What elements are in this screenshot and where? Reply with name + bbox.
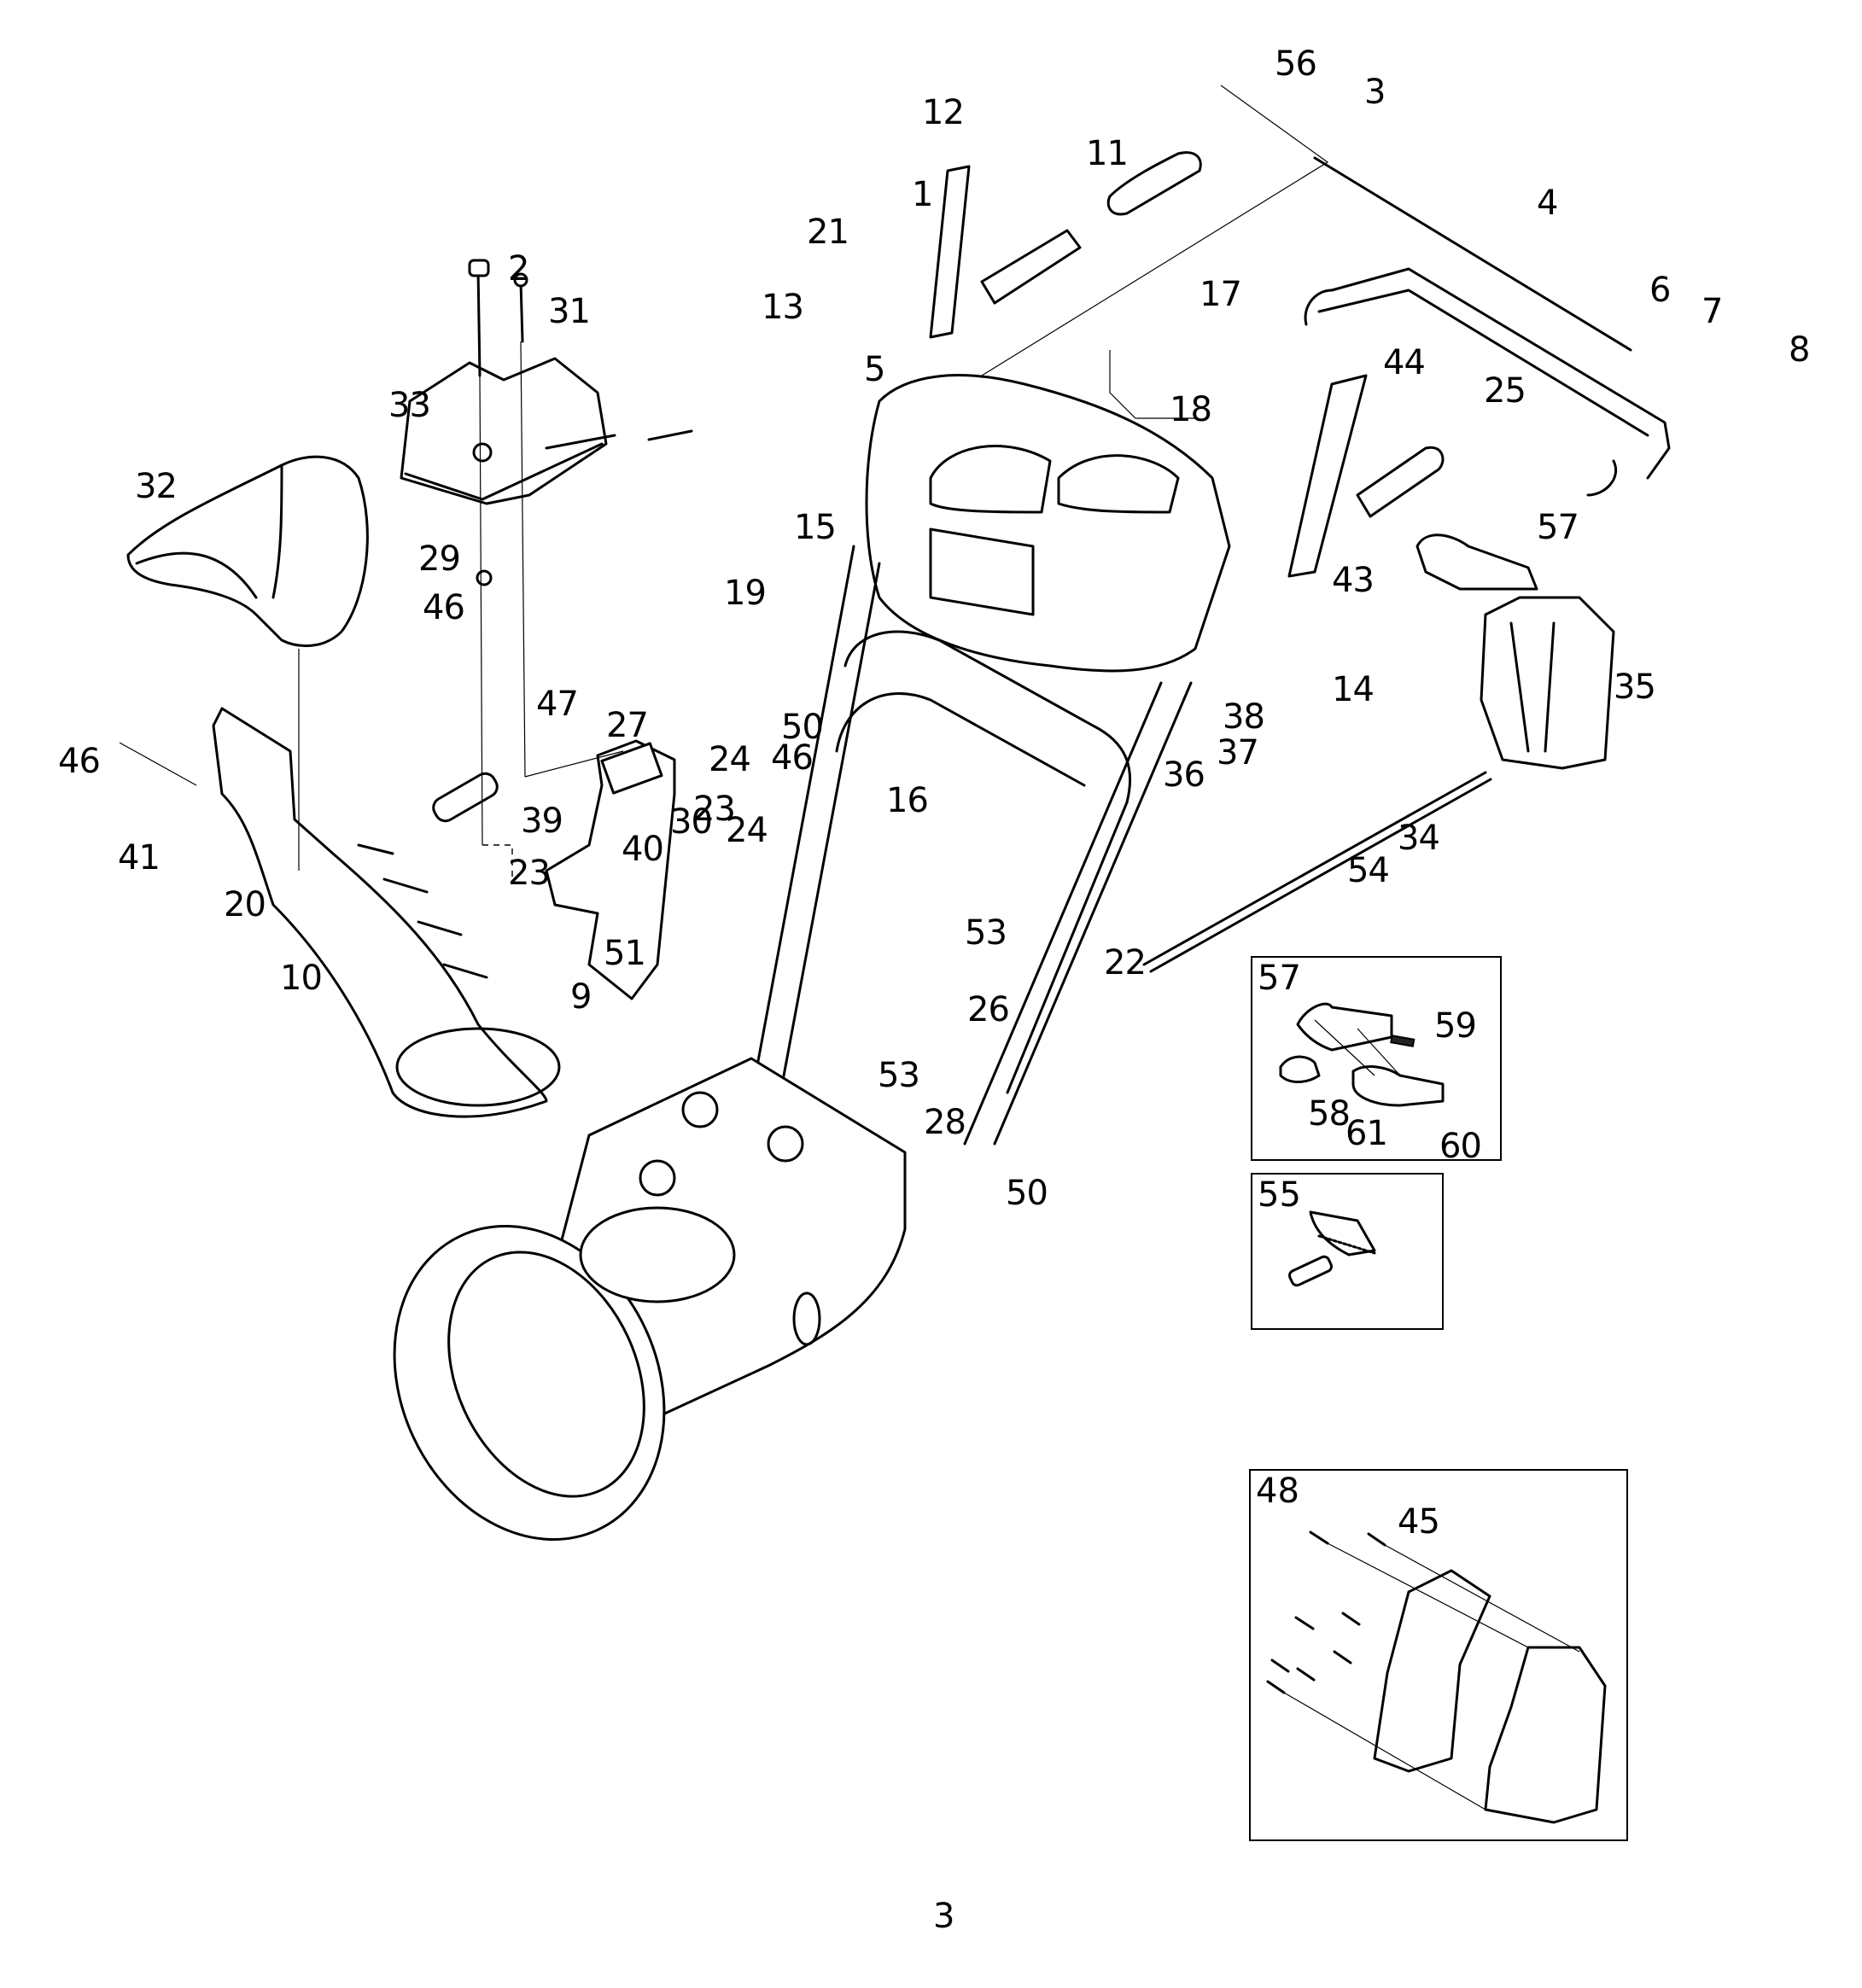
callout-21: 21 [807, 213, 849, 252]
callout-26: 25 [1484, 371, 1526, 411]
gearbox-part [1415, 533, 1615, 770]
callout-45: 45 [1398, 1502, 1440, 1542]
callout-51: 51 [604, 934, 646, 973]
inset-title: 55 [1258, 1175, 1301, 1215]
callout-14: 14 [1332, 670, 1375, 709]
page-number: 3 [933, 1897, 955, 1936]
callout-24: 24 [726, 811, 768, 850]
callout-61: 61 [1345, 1114, 1388, 1153]
callout-1: 1 [912, 175, 933, 214]
callout-10: 10 [280, 959, 323, 998]
inset-55-gear-detail: 55 [1251, 1173, 1444, 1330]
callout-43: 43 [1332, 561, 1375, 600]
callout-20: 20 [224, 885, 266, 924]
callout-33: 32 [135, 467, 178, 506]
inset-title: 57 [1258, 959, 1301, 998]
callout-13: 13 [762, 288, 804, 327]
chute-cover-part [400, 259, 693, 586]
chute-bracket-part [545, 739, 676, 1000]
callout-2: 2 [508, 249, 529, 289]
callout-4: 4 [1537, 184, 1558, 223]
callout-5: 5 [864, 350, 885, 389]
inset-48-gearbox-detail: 48 [1249, 1469, 1628, 1841]
callout-50-lower: 50 [1006, 1174, 1048, 1213]
callout-31: 30 [670, 802, 713, 842]
callout-44: 44 [1383, 343, 1426, 382]
callout-47: 46 [58, 742, 101, 781]
callout-7: 7 [1701, 292, 1723, 331]
callout-6: 6 [1649, 271, 1671, 310]
handle-frame-part [741, 545, 1193, 1146]
callout-23-center: 23 [693, 790, 736, 829]
auger-housing-part [393, 1057, 907, 1541]
dash-panel-part [865, 374, 1231, 673]
callout-56: 54 [1347, 851, 1390, 890]
callout-27: 26 [967, 990, 1010, 1029]
callout-18: 18 [1170, 390, 1212, 429]
callout-34: 33 [388, 386, 431, 425]
chute-deflector-part [126, 455, 369, 648]
callout-49: 47 [536, 685, 579, 724]
guide-lines [119, 85, 1329, 879]
callout-19: 19 [724, 574, 767, 613]
callout-30: 29 [418, 539, 461, 579]
callout-54: 53 [878, 1056, 920, 1095]
callout-60: 60 [1439, 1127, 1482, 1166]
callout-57: 57 [1537, 508, 1579, 547]
callout-25: 24 [709, 740, 751, 779]
callout-53: 53 [965, 913, 1007, 953]
callout-35: 34 [1398, 819, 1440, 858]
callout-32: 31 [548, 292, 591, 331]
callout-52: 56 [1275, 44, 1317, 84]
callout-39: 38 [1223, 697, 1265, 737]
callout-17: 17 [1200, 275, 1242, 314]
callout-28: 27 [606, 706, 649, 745]
callout-29: 28 [924, 1103, 966, 1142]
callout-22: 22 [1104, 943, 1147, 982]
callout-15: 15 [794, 508, 837, 547]
lower-chute-part [212, 707, 561, 1118]
callout-41: 40 [622, 830, 664, 869]
rods-part [1142, 156, 1632, 973]
callout-23-left: 23 [508, 854, 551, 893]
callout-12: 12 [922, 93, 965, 132]
callout-58: 58 [1308, 1094, 1351, 1134]
control-bar-part [1304, 267, 1671, 497]
callout-46-right: 46 [771, 738, 814, 778]
callout-37: 36 [1163, 755, 1205, 795]
handle-grips-part [929, 151, 1445, 578]
callout-46-left: 46 [423, 588, 465, 627]
callout-9: 9 [570, 977, 592, 1017]
callout-16: 16 [886, 781, 929, 820]
inset-title: 48 [1256, 1472, 1299, 1511]
callout-11: 11 [1086, 134, 1129, 173]
callout-3: 3 [1364, 73, 1386, 112]
callout-40: 39 [521, 802, 563, 841]
inset-57-handle-detail: 57 [1251, 956, 1502, 1161]
callout-8: 8 [1789, 330, 1810, 370]
callout-36: 35 [1614, 668, 1656, 707]
callout-38: 37 [1217, 733, 1259, 772]
callout-50-upper: 50 [781, 708, 824, 747]
callout-59: 59 [1434, 1006, 1477, 1046]
callout-42: 41 [118, 838, 161, 877]
